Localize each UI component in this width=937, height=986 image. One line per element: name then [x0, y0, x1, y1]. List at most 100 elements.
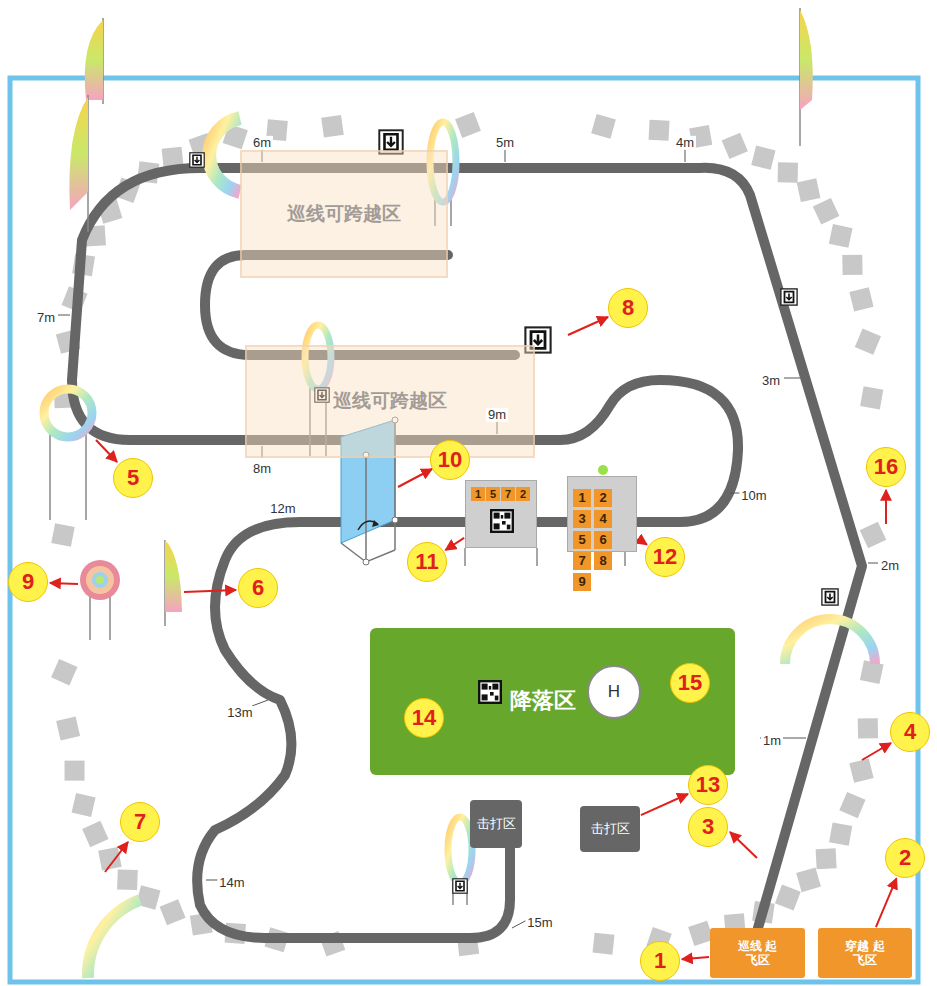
callout-label: 7 — [134, 809, 146, 835]
marker-square — [860, 386, 883, 409]
callout-number: 9 — [8, 562, 48, 602]
callout-label: 6 — [252, 575, 264, 601]
marker-square — [858, 718, 878, 738]
distance-label: 12m — [268, 502, 297, 516]
callout-label: 12 — [653, 544, 677, 570]
callout-label: 5 — [127, 465, 139, 491]
distance-label: 3m — [760, 374, 782, 388]
distance-label: 14m — [217, 876, 246, 890]
board-digit: 5 — [573, 531, 591, 549]
callout-arrow — [445, 538, 464, 550]
marker-square — [855, 328, 881, 354]
callout-number: 4 — [890, 712, 930, 752]
callout-number: 3 — [688, 807, 728, 847]
callout-label: 13 — [696, 772, 720, 798]
marker-square — [751, 146, 775, 170]
strike-zone: 击打区 — [470, 800, 522, 848]
callout-label: 16 — [874, 454, 898, 480]
distance-label: 10m — [739, 489, 768, 503]
distance-ticks — [58, 148, 878, 928]
distance-label: 5m — [494, 136, 516, 150]
board-digit: 2 — [594, 489, 612, 507]
marker-squares — [51, 112, 886, 956]
board-digit: 1 — [471, 487, 485, 501]
callout-number: 16 — [866, 447, 906, 487]
zone-label: 击打区 — [477, 816, 516, 832]
board-digit: 9 — [573, 573, 591, 591]
marker-square — [839, 792, 865, 818]
code-board: 1572 — [465, 480, 537, 548]
callout-label: 4 — [904, 719, 916, 745]
zone-label: 穿越 起飞区 — [845, 939, 885, 968]
callout-arrow — [638, 538, 647, 544]
callout-label: 2 — [899, 845, 911, 871]
board-digit: 2 — [516, 487, 530, 501]
field-border — [10, 78, 918, 982]
flags — [69, 8, 812, 626]
callout-label: 11 — [415, 549, 438, 575]
marker-square — [813, 198, 840, 225]
callout-number: 7 — [120, 802, 160, 842]
marker-square — [722, 133, 748, 159]
marker-square — [455, 112, 481, 138]
marker-square — [65, 761, 85, 781]
leader-lines — [50, 317, 891, 872]
zone-label: 巡线可跨越区 — [333, 390, 447, 413]
callout-label: 3 — [702, 814, 714, 840]
marker-square — [649, 120, 670, 141]
strike-zone: 击打区 — [580, 806, 640, 852]
zone-label: 降落区 — [510, 688, 576, 714]
board-digit: 6 — [594, 531, 612, 549]
marker-square — [321, 115, 344, 138]
callout-number: 2 — [885, 838, 925, 878]
distance-label: 15m — [525, 916, 554, 930]
callout-number: 15 — [670, 663, 710, 703]
qr-code — [478, 680, 502, 704]
gates — [44, 118, 875, 978]
board-digit: 8 — [594, 552, 612, 570]
qr-code — [490, 509, 514, 533]
marker-square — [591, 114, 616, 139]
distance-label: 2m — [879, 559, 901, 573]
marker-square — [593, 933, 615, 955]
callout-label: 10 — [438, 447, 462, 473]
board-digit: 1 — [573, 489, 591, 507]
landing-zone: H 14 15 降落区 — [370, 628, 735, 775]
crossable-zone: 巡线可跨越区 — [240, 150, 448, 278]
callout-label: 1 — [654, 948, 666, 974]
callout-number: 14 — [404, 698, 444, 738]
signs — [190, 130, 838, 893]
zone-label: 巡线可跨越区 — [287, 203, 401, 226]
distance-label: 4m — [674, 136, 696, 150]
board-digit: 5 — [486, 487, 500, 501]
board-digit: 3 — [573, 510, 591, 528]
zone-label: 击打区 — [591, 821, 630, 837]
marker-square — [160, 899, 186, 925]
callout-label: 15 — [678, 670, 702, 696]
callout-number: 6 — [238, 568, 278, 608]
marker-square — [849, 759, 873, 783]
marker-square — [860, 522, 887, 549]
callout-number: 10 — [430, 440, 470, 480]
distance-label: 9m — [486, 408, 508, 422]
marker-square — [778, 162, 798, 182]
board-digit: 7 — [573, 552, 591, 570]
distance-label: 13m — [225, 706, 254, 720]
callout-arrow — [641, 794, 688, 815]
callout-number: 13 — [688, 765, 728, 805]
callout-arrow — [876, 878, 897, 927]
distance-label: 8m — [251, 462, 273, 476]
distance-label: 1m — [761, 734, 783, 748]
zone-label: 巡线 起飞区 — [738, 939, 778, 968]
helipad-circle: H — [587, 665, 641, 719]
callout-number: 12 — [645, 537, 685, 577]
marker-square — [82, 821, 108, 847]
takeoff-zone: 巡线 起飞区 — [710, 928, 805, 978]
marker-square — [797, 178, 821, 202]
number-board: 123456789 — [567, 476, 637, 552]
marker-square — [849, 287, 873, 311]
marker-square — [72, 793, 96, 817]
marker-square — [117, 869, 138, 890]
marker-square — [56, 716, 80, 740]
board-digit: 7 — [501, 487, 515, 501]
